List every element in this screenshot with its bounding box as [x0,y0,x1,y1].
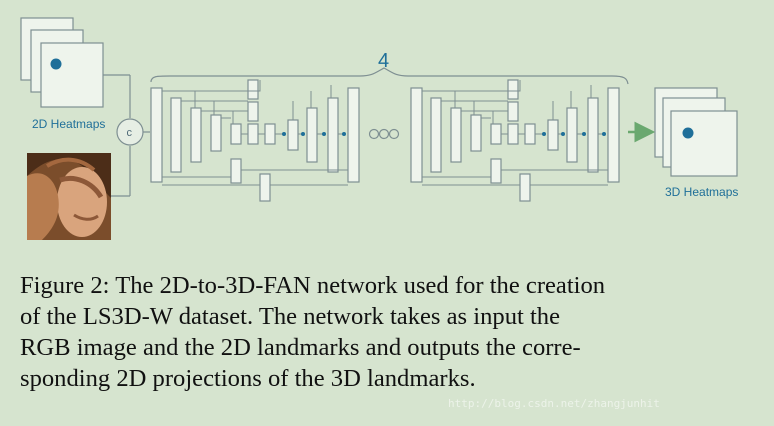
output-heatmap-card [670,110,738,177]
repetition-dots [368,128,400,140]
caption-line-4: sponding 2D projections of the 3D landma… [20,365,476,392]
input-heatmaps-label: 2D Heatmaps [32,117,105,131]
stack-count-label: 4 [378,50,389,72]
hourglass-block-2 [410,79,620,202]
input-heatmap-card [40,42,104,108]
stack-repeat-brace [150,67,629,85]
figure-caption: Figure 2: The 2D-to-3D-FAN network used … [20,270,755,394]
face-input-image [27,153,111,240]
heatmap-landmark-dot [682,127,694,139]
caption-line-2: of the LS3D-W dataset. The network takes… [20,303,561,330]
network-diagram: 2D Heatmaps c 4 [20,17,738,240]
input-heatmap-stack [20,17,104,108]
hourglass-block-1 [150,79,360,202]
caption-line-1: Figure 2: The 2D-to-3D-FAN network used … [20,272,606,299]
concatenation-label: c [127,127,133,139]
heatmap-landmark-dot [50,58,62,70]
output-heatmap-stack [654,87,738,177]
caption-line-3: RGB image and the 2D landmarks and outpu… [20,334,581,361]
watermark-url: http://blog.csdn.net/zhangjunhit [448,397,660,410]
output-heatmaps-label: 3D Heatmaps [665,185,738,199]
